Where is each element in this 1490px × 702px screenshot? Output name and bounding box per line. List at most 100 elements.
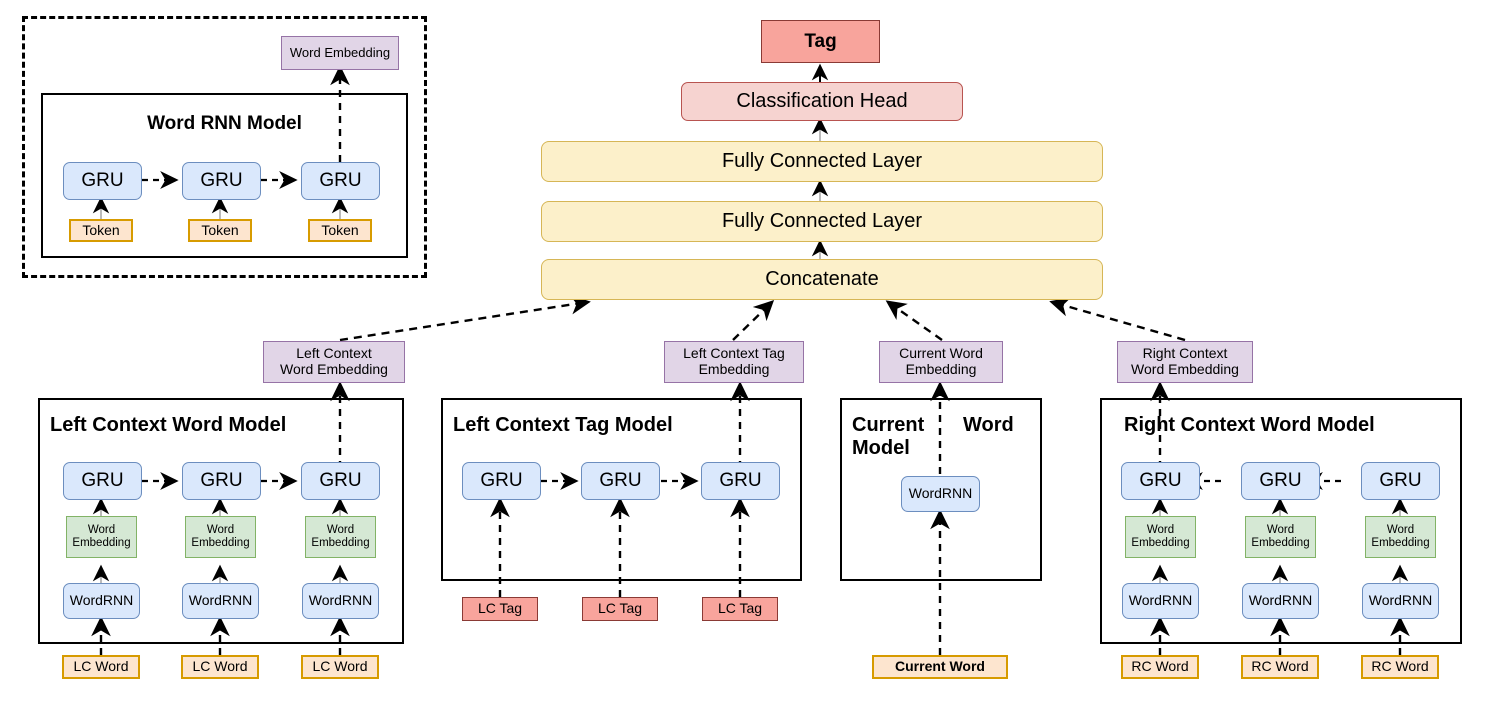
rcw-word-embedding-1: Word Embedding: [1125, 516, 1196, 558]
rcw-gru-label-2: GRU: [1259, 470, 1302, 492]
rcw-word-embedding-1-line2: Embedding: [1131, 537, 1190, 549]
lcw-gru-cell-1: GRU: [63, 462, 142, 500]
rcw-wordrnn-label-2: WordRNN: [1248, 592, 1313, 609]
lcw-word-embedding-3-line1: Word: [326, 524, 355, 537]
rcw-input-label-1: RC Word: [1131, 658, 1189, 675]
left-context-tag-embedding-line1: Left Context Tag: [683, 345, 785, 362]
lcw-gru-label-2: GRU: [200, 470, 243, 492]
fully-connected-layer-2-box: Fully Connected Layer: [541, 141, 1103, 182]
lcw-input-box-3: LC Word: [301, 655, 379, 679]
rcw-input-box-3: RC Word: [1361, 655, 1439, 679]
left-context-word-embedding-line2: Word Embedding: [280, 361, 388, 377]
lct-input-label-3: LC Tag: [717, 600, 763, 617]
legend-token-box-2: Token: [188, 219, 252, 242]
rcw-gru-cell-2: GRU: [1241, 462, 1320, 500]
rcw-wordrnn-2: WordRNN: [1242, 583, 1319, 619]
lct-gru-label-1: GRU: [480, 470, 523, 492]
lcw-wordrnn-1: WordRNN: [63, 583, 140, 619]
lcw-input-label-3: LC Word: [312, 658, 368, 675]
lcw-gru-cell-2: GRU: [182, 462, 261, 500]
fully-connected-layer-1-box: Fully Connected Layer: [541, 201, 1103, 242]
rcw-word-embedding-3-line1: Word: [1386, 524, 1415, 537]
left-context-word-model-container: [38, 398, 404, 644]
legend-token-label-1: Token: [82, 221, 120, 238]
tag-box: Tag: [761, 20, 880, 63]
rcw-gru-label-3: GRU: [1379, 470, 1422, 492]
rcw-word-embedding-2-line2: Embedding: [1251, 537, 1310, 549]
lct-input-box-1: LC Tag: [462, 597, 538, 621]
left-context-tag-embedding-box: Left Context Tag Embedding: [664, 341, 804, 383]
left-context-tag-model-title: Left Context Tag Model: [453, 414, 673, 436]
left-context-tag-model-container: [441, 398, 802, 581]
rcw-word-embedding-3-line2: Embedding: [1371, 537, 1430, 549]
lct-gru-label-2: GRU: [599, 470, 642, 492]
legend-gru-label-2: GRU: [200, 170, 243, 192]
lcw-wordrnn-label-3: WordRNN: [308, 592, 373, 609]
right-context-word-model-title: Right Context Word Model: [1124, 414, 1375, 436]
rcw-wordrnn-label-1: WordRNN: [1128, 592, 1193, 609]
current-word-embedding-line2: Embedding: [905, 361, 977, 377]
rcw-wordrnn-3: WordRNN: [1362, 583, 1439, 619]
current-word-model-title-part2: Word: [963, 414, 1014, 436]
left-context-word-model-title: Left Context Word Model: [50, 414, 287, 436]
cw-wordrnn-label: WordRNN: [908, 485, 973, 502]
lct-input-label-2: LC Tag: [597, 600, 643, 617]
lcw-input-box-1: LC Word: [62, 655, 140, 679]
current-word-model-title-part3: Model: [852, 437, 910, 459]
right-context-word-embedding-box: Right Context Word Embedding: [1117, 341, 1253, 383]
legend-word-embedding-label: Word Embedding: [289, 44, 391, 60]
classification-head-label: Classification Head: [736, 90, 908, 113]
rcw-input-label-2: RC Word: [1251, 658, 1309, 675]
left-context-tag-embedding-line2: Embedding: [698, 361, 770, 377]
lct-gru-label-3: GRU: [719, 470, 762, 492]
current-word-embedding-box: Current Word Embedding: [879, 341, 1003, 383]
legend-word-embedding-box: Word Embedding: [281, 36, 399, 70]
concatenate-label: Concatenate: [765, 268, 879, 291]
rcw-word-embedding-2-line1: Word: [1266, 524, 1295, 537]
lcw-word-embedding-3: Word Embedding: [305, 516, 376, 558]
concatenate-box: Concatenate: [541, 259, 1103, 300]
rcw-input-label-3: RC Word: [1371, 658, 1429, 675]
legend-token-label-3: Token: [321, 221, 359, 238]
legend-gru-label-1: GRU: [81, 170, 124, 192]
lcw-input-box-2: LC Word: [181, 655, 259, 679]
rcw-word-embedding-1-line1: Word: [1146, 524, 1175, 537]
cw-input-box: Current Word: [872, 655, 1008, 679]
classification-head-box: Classification Head: [681, 82, 963, 121]
lcw-word-embedding-1-line1: Word: [87, 524, 116, 537]
lcw-gru-cell-3: GRU: [301, 462, 380, 500]
left-context-word-embedding-line1: Left Context: [296, 345, 372, 362]
rcw-gru-cell-1: GRU: [1121, 462, 1200, 500]
word-rnn-legend-frame: [22, 16, 427, 278]
legend-gru-cell-3: GRU: [301, 162, 380, 200]
legend-gru-cell-1: GRU: [63, 162, 142, 200]
lcw-input-label-1: LC Word: [73, 658, 129, 675]
lct-input-box-3: LC Tag: [702, 597, 778, 621]
lcw-wordrnn-label-2: WordRNN: [188, 592, 253, 609]
current-word-model-container: [840, 398, 1042, 581]
word-rnn-model-container: [41, 93, 408, 258]
rcw-gru-cell-3: GRU: [1361, 462, 1440, 500]
lcw-wordrnn-label-1: WordRNN: [69, 592, 134, 609]
right-context-word-model-container: [1100, 398, 1462, 644]
lcw-wordrnn-2: WordRNN: [182, 583, 259, 619]
legend-gru-label-3: GRU: [319, 170, 362, 192]
lct-gru-cell-2: GRU: [581, 462, 660, 500]
fully-connected-layer-2-label: Fully Connected Layer: [721, 150, 923, 173]
rcw-input-box-1: RC Word: [1121, 655, 1199, 679]
tag-label: Tag: [804, 30, 837, 52]
cw-input-label: Current Word: [895, 658, 985, 675]
rcw-wordrnn-1: WordRNN: [1122, 583, 1199, 619]
lct-input-box-2: LC Tag: [582, 597, 658, 621]
lcw-word-embedding-2-line1: Word: [206, 524, 235, 537]
rcw-word-embedding-3: Word Embedding: [1365, 516, 1436, 558]
fully-connected-layer-1-label: Fully Connected Layer: [721, 210, 923, 233]
legend-token-label-2: Token: [201, 221, 239, 238]
lcw-gru-label-3: GRU: [319, 470, 362, 492]
rcw-input-box-2: RC Word: [1241, 655, 1319, 679]
right-context-word-embedding-line1: Right Context: [1142, 345, 1228, 362]
right-context-word-embedding-line2: Word Embedding: [1131, 361, 1239, 377]
lct-gru-cell-1: GRU: [462, 462, 541, 500]
lcw-word-embedding-2-line2: Embedding: [191, 537, 250, 549]
